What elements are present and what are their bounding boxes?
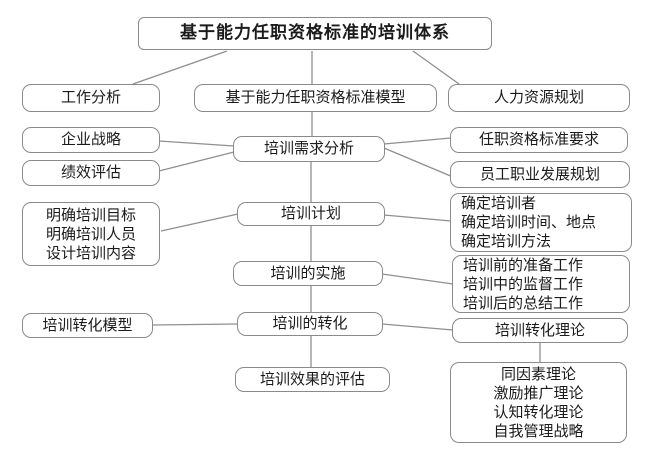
connector-needs-careerdev [383, 147, 454, 178]
node-transfer-theories-list: 同因素理论 激励推广理论 认知转化理论 自我管理战略 [450, 362, 627, 443]
diagram-title: 基于能力任职资格标准的培训体系 [138, 17, 492, 50]
theories-line: 激励推广理论 [493, 384, 584, 402]
plan-details-line: 设计培训内容 [45, 244, 136, 262]
connector-plandetails-plan [160, 213, 239, 232]
theories-line: 同因素理论 [500, 365, 576, 383]
node-hr-planning: 人力资源规划 [448, 84, 630, 112]
impl-details-line: 培训中的监督工作 [463, 275, 584, 293]
node-corporate-strategy: 企业战略 [22, 127, 160, 153]
connector-impl-impldetails [381, 273, 454, 285]
impl-details-line: 培训后的总结工作 [463, 294, 584, 312]
connector-strategy-needs [158, 140, 235, 147]
node-qualification-standard-model: 基于能力任职资格标准模型 [194, 84, 437, 112]
theories-line: 认知转化理论 [493, 403, 584, 421]
node-plan-specifications: 确定培训者 确定培训时间、地点 确定培训方法 [450, 193, 632, 252]
connector-title-hr-planning [412, 50, 460, 85]
connector-perfeval-needs [158, 151, 235, 172]
node-plan-details: 明确培训目标 明确培训人员 设计培训内容 [22, 202, 160, 266]
node-training-needs-analysis: 培训需求分析 [233, 136, 385, 162]
connector-plan-planspecs [383, 214, 452, 222]
node-qualification-requirements: 任职资格标准要求 [450, 127, 628, 153]
plan-specs-line: 确定培训时间、地点 [461, 214, 597, 231]
node-training-transfer-theory: 培训转化理论 [452, 318, 628, 343]
plan-details-line: 明确培训目标 [45, 206, 136, 224]
connector-needs-qualreq [383, 137, 452, 145]
plan-specs-line: 确定培训方法 [461, 233, 552, 250]
plan-specs-line: 确定培训者 [461, 195, 537, 212]
impl-details-line: 培训前的准备工作 [463, 256, 584, 274]
node-training-implementation: 培训的实施 [233, 261, 383, 286]
theories-line: 自我管理战略 [493, 422, 584, 440]
connector-transfer-theory [381, 323, 454, 331]
connector-transfermodel-transfer [152, 323, 239, 326]
node-implementation-details: 培训前的准备工作 培训中的监督工作 培训后的总结工作 [452, 255, 630, 313]
node-work-analysis: 工作分析 [22, 84, 160, 112]
connector-title-work-analysis [132, 50, 228, 85]
node-training-plan: 培训计划 [237, 202, 385, 226]
node-employee-career-development: 员工职业发展规划 [450, 161, 630, 188]
node-performance-evaluation: 绩效评估 [22, 160, 160, 186]
node-training-transfer: 培训的转化 [237, 312, 383, 336]
node-training-transfer-model: 培训转化模型 [22, 313, 153, 338]
plan-details-line: 明确培训人员 [45, 225, 136, 243]
node-training-effect-evaluation: 培训效果的评估 [235, 367, 390, 392]
